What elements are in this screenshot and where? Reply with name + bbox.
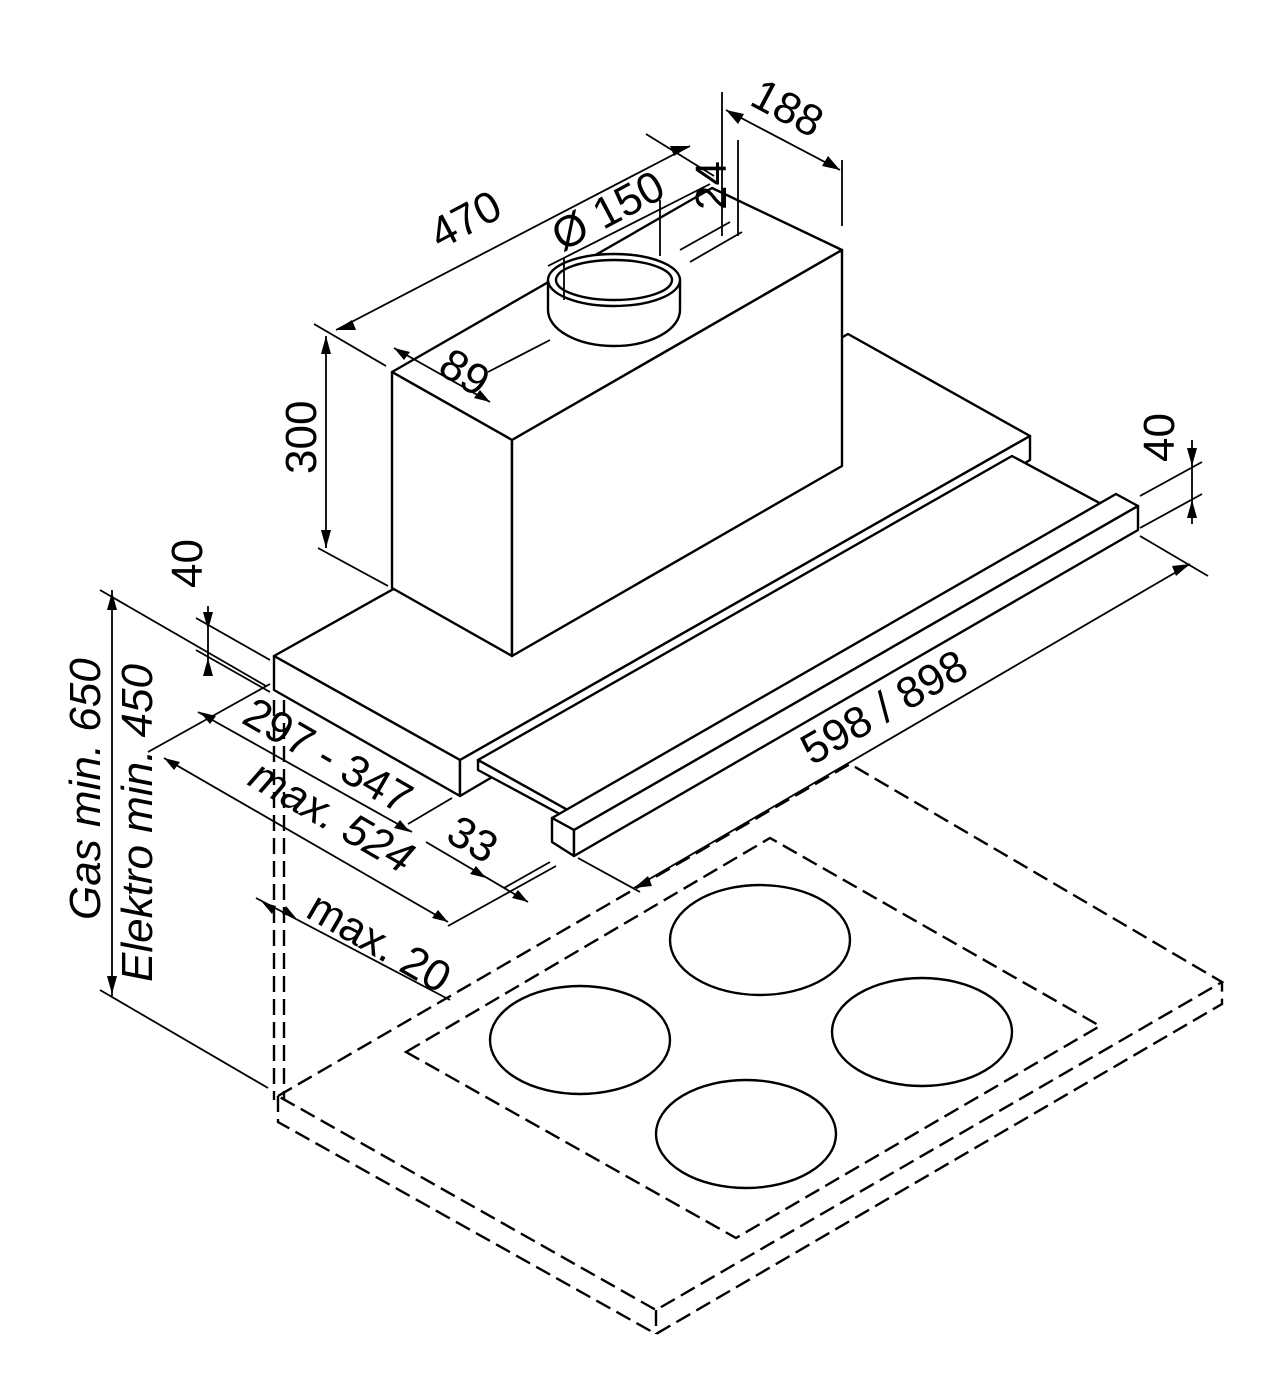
cooktop-front-edge (276, 982, 1224, 1336)
burner-left (488, 984, 672, 1096)
dimension-lines (99, 92, 1209, 1089)
label-188: 188 (743, 70, 831, 148)
label-33: 33 (439, 806, 506, 873)
cooking-zone-area (403, 836, 1103, 1240)
motor-box-side (510, 248, 844, 658)
cooktop (275, 762, 1225, 1336)
label-40-front: 40 (163, 539, 212, 588)
duct-top (546, 252, 682, 308)
label-max-20: max. 20 (299, 882, 459, 1003)
hood (272, 186, 1140, 858)
label-40-side: 40 (1135, 413, 1184, 462)
label-electric-clearance: Elektro min. 450 (113, 664, 162, 982)
label-gas-clearance: Gas min. 650 (61, 658, 110, 920)
burner-front (654, 1078, 838, 1190)
label-24: 24 (687, 161, 736, 210)
label-300: 300 (277, 401, 326, 474)
burner-back (668, 883, 852, 997)
handle-bar-side (572, 504, 1140, 858)
duct-inner (554, 258, 674, 302)
burner-right (830, 976, 1014, 1088)
cooktop-top-outline (275, 762, 1225, 1312)
duct-collar (546, 252, 682, 348)
